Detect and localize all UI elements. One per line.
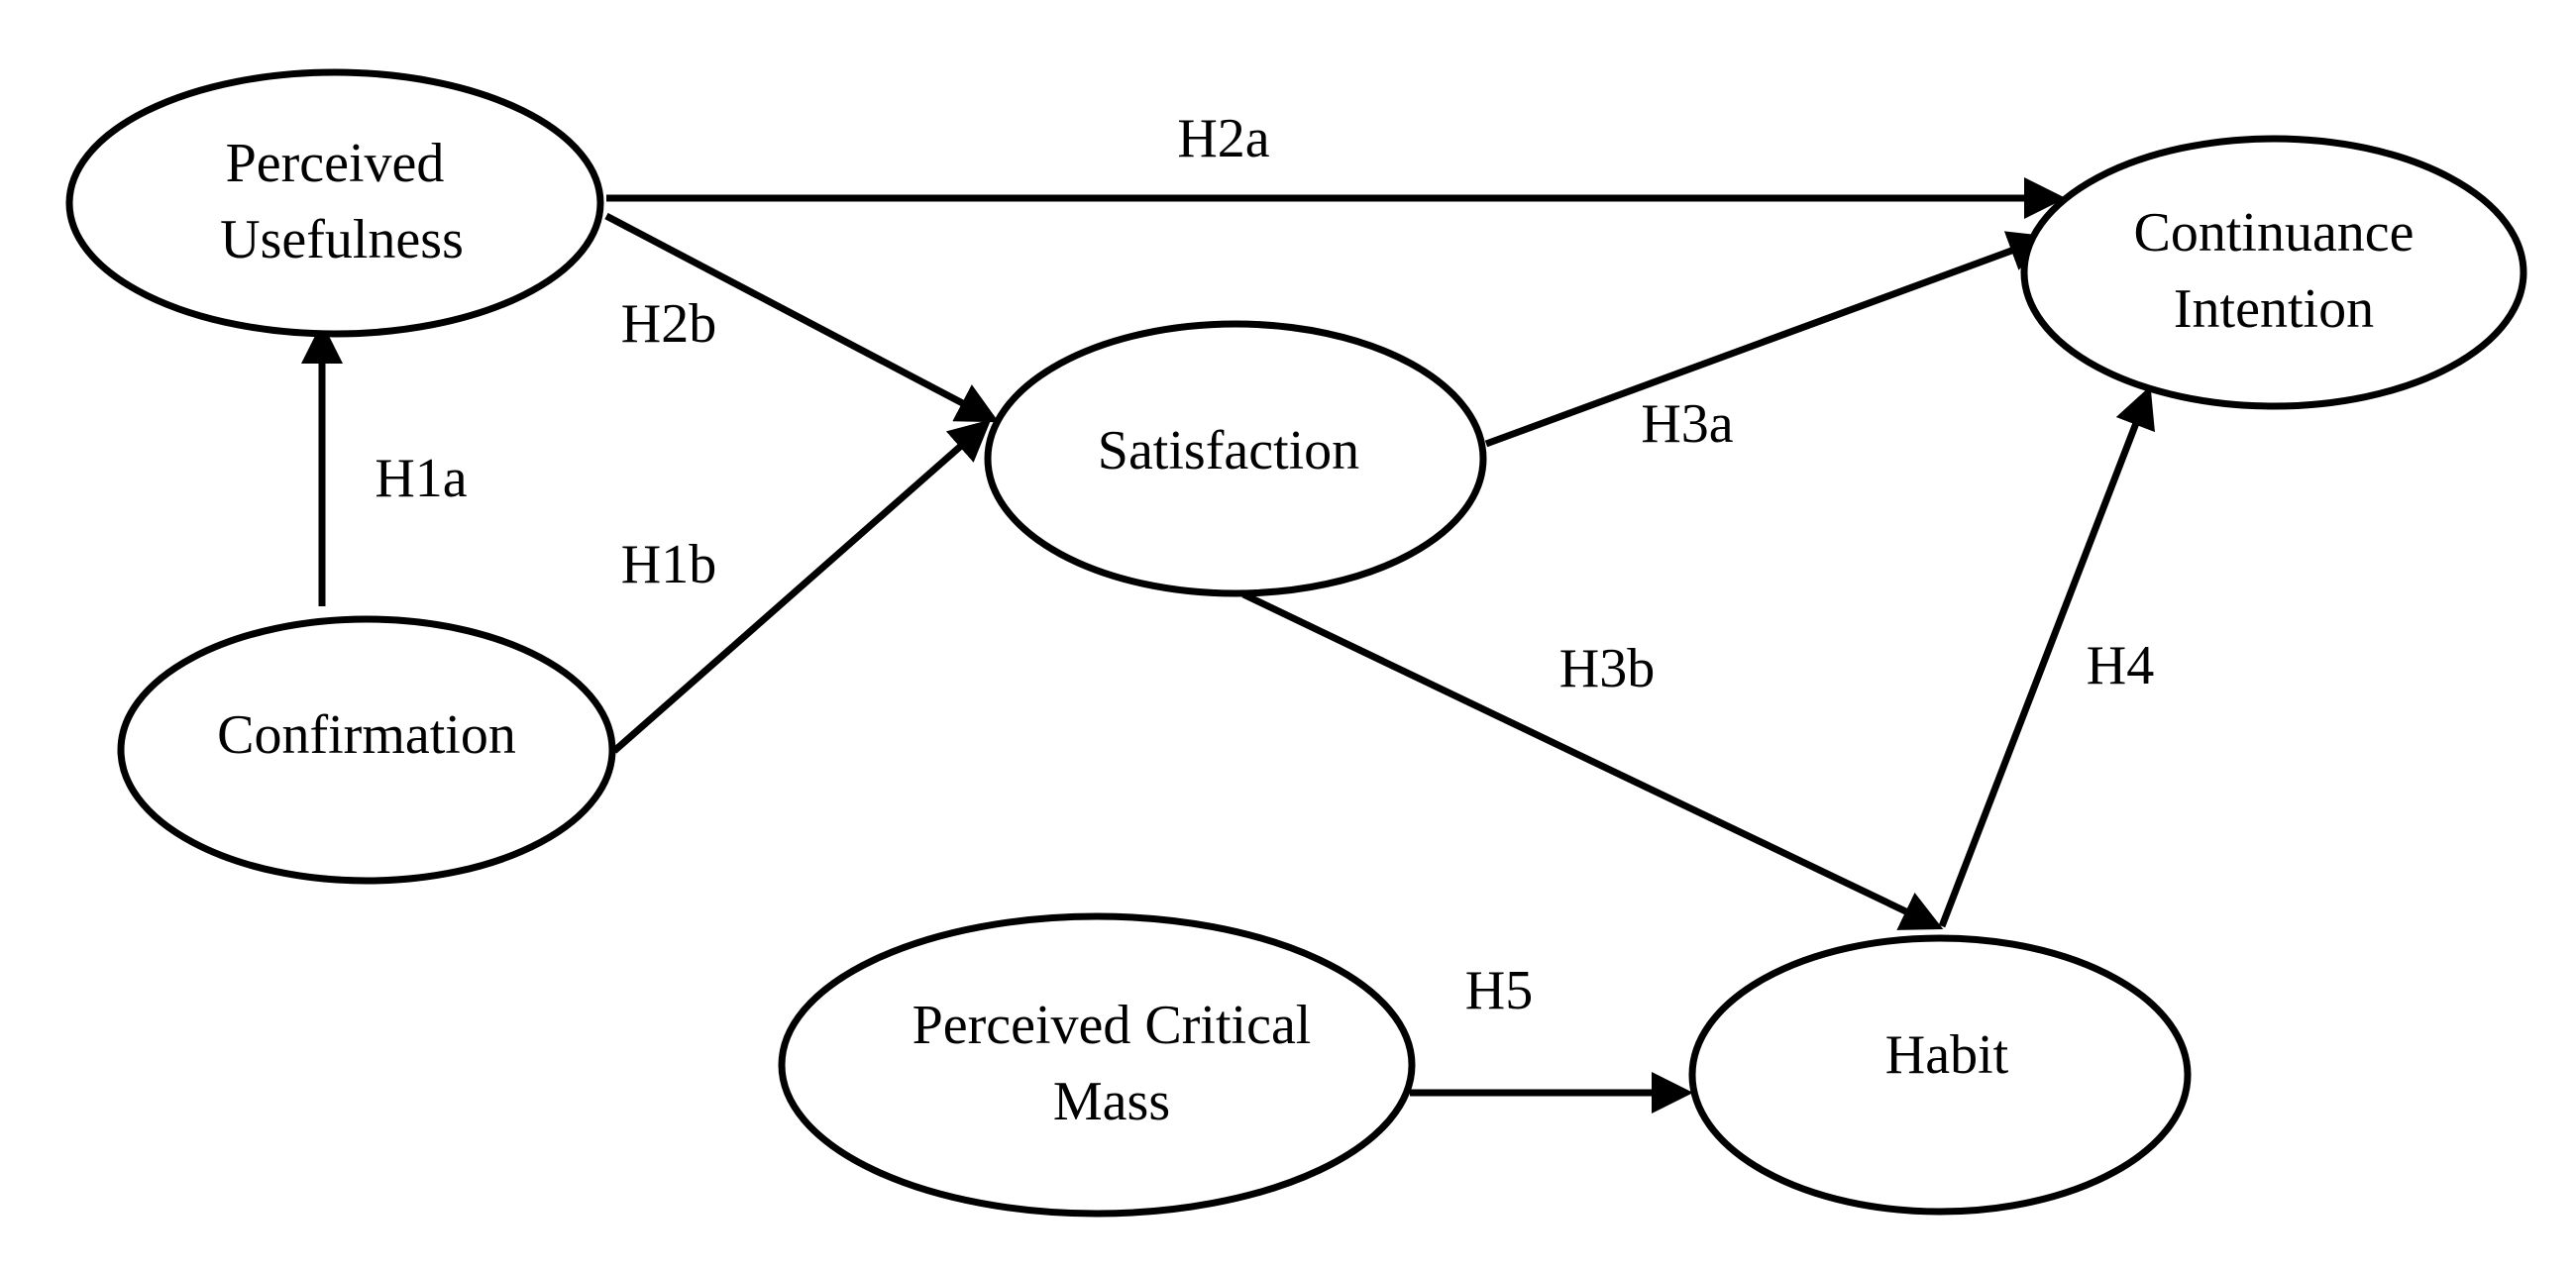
edge-h4 bbox=[1938, 385, 2155, 928]
edge-h2b bbox=[604, 212, 1000, 423]
node-continuance-intention: Continuance Intention bbox=[2020, 135, 2527, 410]
node-label-line: Confirmation bbox=[217, 704, 516, 766]
node-confirmation: Confirmation bbox=[117, 615, 616, 885]
node-label-line: Mass bbox=[1053, 1071, 1170, 1132]
edge-label-h5: H5 bbox=[1465, 960, 1533, 1021]
node-label-line: Perceived bbox=[226, 133, 445, 194]
edge-label-h3a: H3a bbox=[1641, 393, 1733, 455]
edge-label-h3b: H3b bbox=[1559, 638, 1655, 699]
node-perceived-usefulness: Perceived Usefulness bbox=[65, 68, 604, 338]
edge-label-h4: H4 bbox=[2087, 635, 2154, 696]
node-label-line: Perceived Critical bbox=[912, 995, 1312, 1056]
node-label-line: Habit bbox=[1885, 1024, 2009, 1086]
edge-h1b bbox=[611, 419, 992, 754]
edge-label-h1a: H1a bbox=[375, 448, 467, 509]
node-label-line: Satisfaction bbox=[1098, 420, 1359, 481]
node-label-line: Usefulness bbox=[220, 209, 464, 270]
edge-label-h2a: H2a bbox=[1177, 108, 1269, 169]
edge-h3b bbox=[1241, 590, 1944, 930]
node-habit: Habit bbox=[1688, 934, 2192, 1216]
edge-h3a bbox=[1484, 231, 2051, 448]
node-satisfaction: Satisfaction bbox=[984, 320, 1487, 597]
edge-label-h2b: H2b bbox=[621, 293, 716, 355]
edge-label-h1b: H1b bbox=[621, 534, 716, 595]
node-label-line: Continuance bbox=[2133, 202, 2414, 264]
node-perceived-critical-mass: Perceived Critical Mass bbox=[778, 912, 1416, 1218]
node-label-line: Intention bbox=[2174, 278, 2374, 340]
